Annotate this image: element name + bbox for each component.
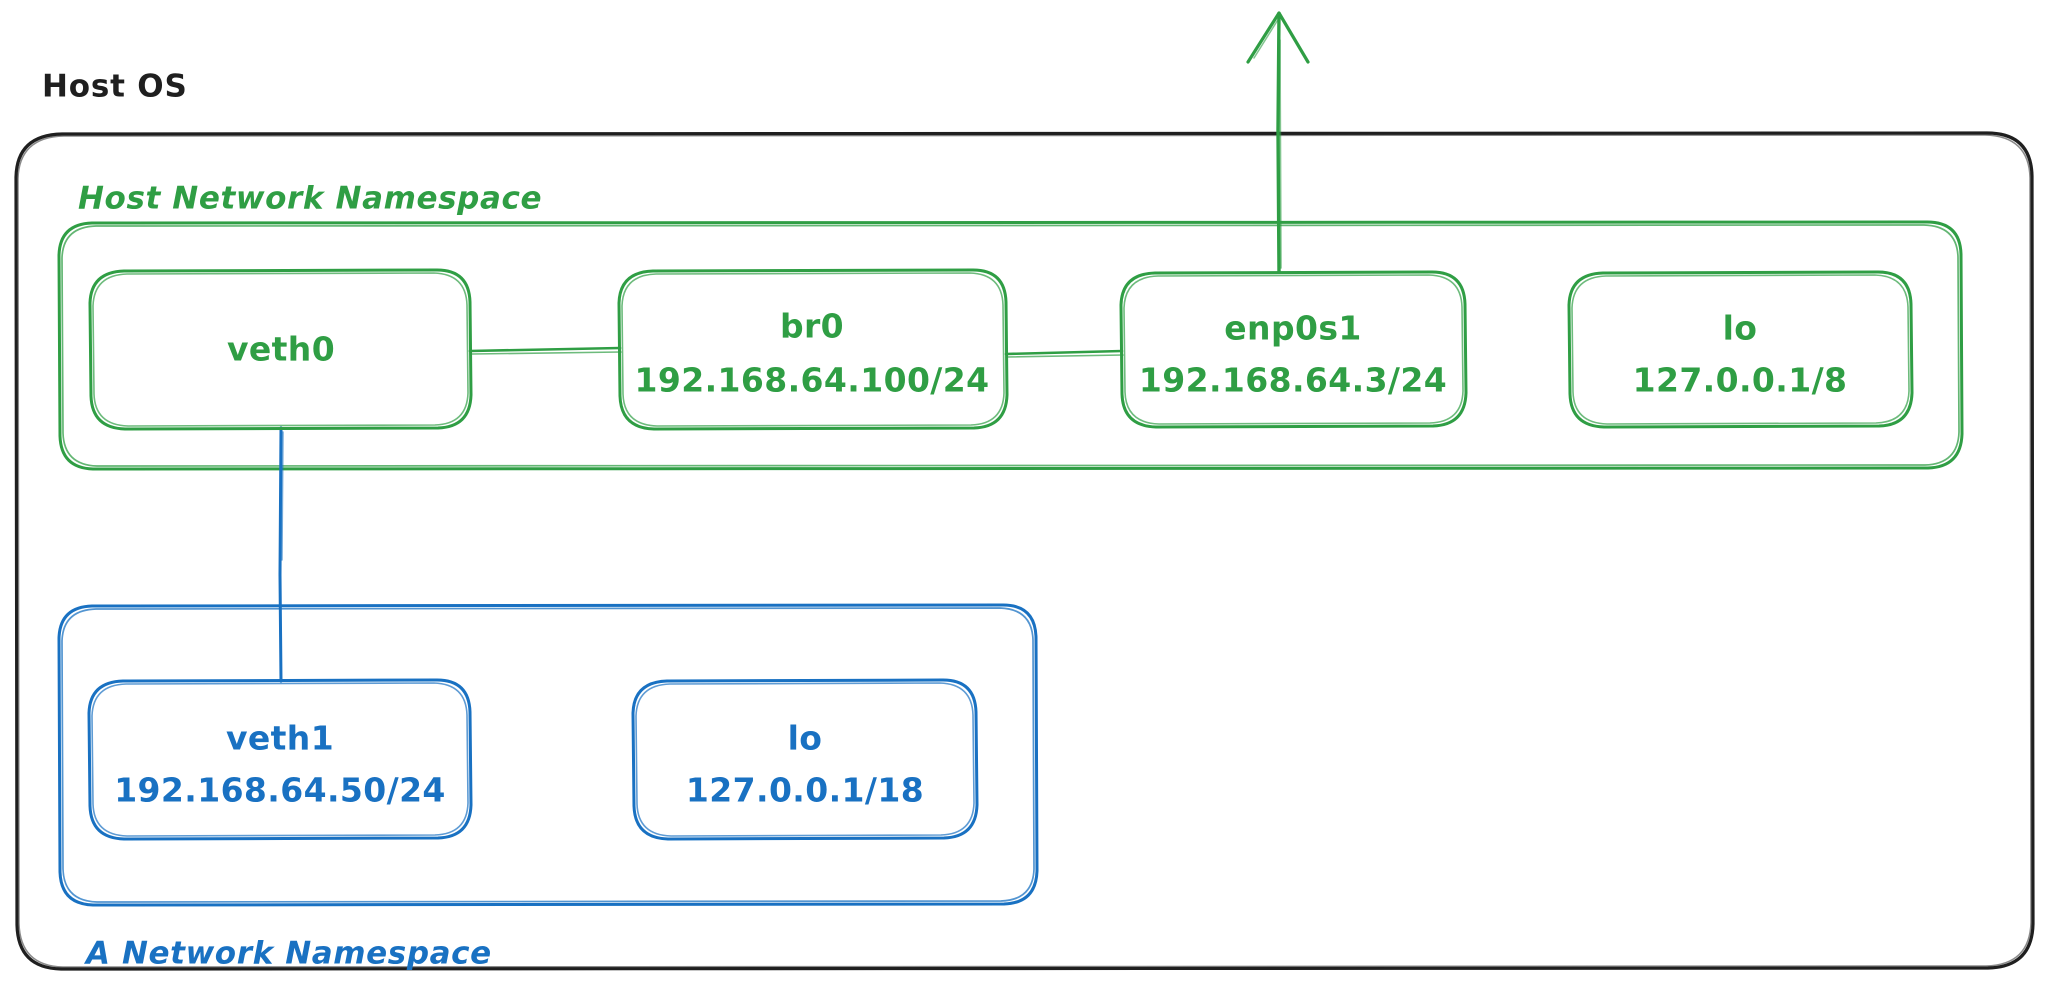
interface-box-br0[interactable]: br0 192.168.64.100/24 — [617, 268, 1009, 431]
connection-veth0-veth1 — [278, 426, 284, 683]
connection-br0-enp0s1 — [1004, 349, 1124, 358]
interface-address-br0: 192.168.64.100/24 — [635, 361, 990, 400]
interface-address-veth1: 192.168.64.50/24 — [114, 771, 446, 810]
interface-name-lo-host: lo — [1723, 309, 1758, 348]
host-os-container — [14, 131, 2035, 971]
interface-name-veth0: veth0 — [227, 330, 335, 369]
connection-veth0-br0 — [468, 346, 622, 355]
interface-address-lo-ns: 127.0.0.1/18 — [686, 771, 924, 810]
interface-box-veth1[interactable]: veth1 192.168.64.50/24 — [87, 678, 473, 841]
host-network-namespace-group — [57, 220, 1964, 471]
interface-address-enp0s1: 192.168.64.3/24 — [1139, 361, 1447, 400]
interface-box-lo-host[interactable]: lo 127.0.0.1/8 — [1567, 270, 1914, 429]
interface-name-enp0s1: enp0s1 — [1224, 309, 1361, 348]
interface-name-br0: br0 — [780, 307, 844, 346]
interface-box-veth0[interactable]: veth0 — [88, 268, 473, 431]
host-network-namespace-label: Host Network Namespace — [78, 181, 542, 217]
interface-name-veth1: veth1 — [226, 719, 334, 758]
interface-box-enp0s1[interactable]: enp0s1 192.168.64.3/24 — [1119, 270, 1468, 429]
connection-enp0s1-uplink-arrow — [1246, 11, 1310, 274]
interface-name-lo-ns: lo — [788, 719, 823, 758]
interface-box-lo-ns[interactable]: lo 127.0.0.1/18 — [631, 678, 979, 841]
a-network-namespace-group — [57, 603, 1039, 907]
a-network-namespace-label: A Network Namespace — [83, 936, 492, 972]
interface-address-lo-host: 127.0.0.1/8 — [1633, 361, 1848, 400]
host-os-label: Host OS — [42, 69, 188, 105]
